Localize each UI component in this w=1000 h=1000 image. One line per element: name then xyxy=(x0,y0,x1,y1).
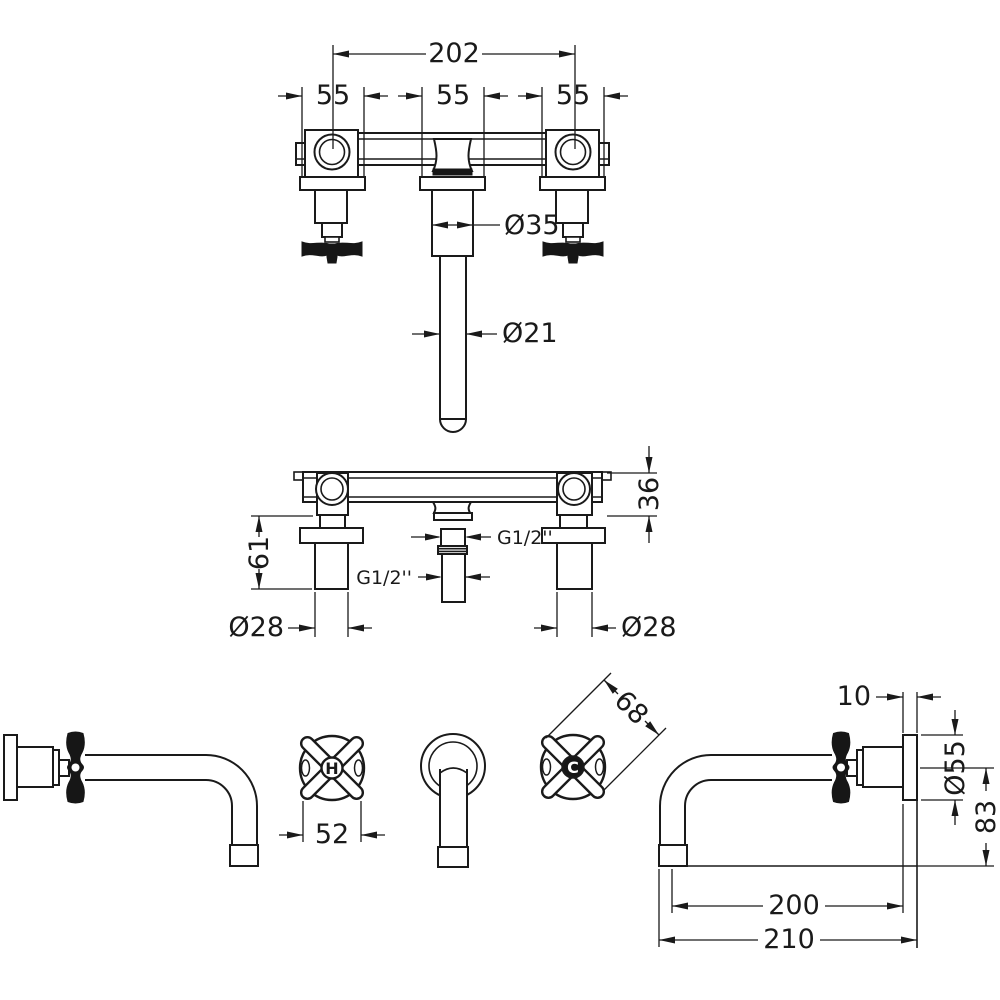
dim-200-label: 200 xyxy=(768,890,820,921)
spout-inlet-thread xyxy=(437,545,468,555)
dim-83-label: 83 xyxy=(971,800,1000,834)
dim-10-label: 10 xyxy=(837,681,871,712)
dim-52-label: 52 xyxy=(315,819,349,850)
spout-base-tube xyxy=(431,189,474,257)
spout-outer-left xyxy=(85,754,258,845)
spout-bell xyxy=(431,138,474,172)
dim-body-depth: 36 xyxy=(607,446,665,543)
dim-55-right-label: 55 xyxy=(556,80,590,111)
right-inlet-tail xyxy=(556,542,593,590)
left-inlet-tail xyxy=(314,542,349,590)
dim-right-tail-diameter: Ø28 xyxy=(534,592,677,643)
spout-tube xyxy=(439,255,467,420)
wall-plate-left xyxy=(3,734,18,801)
spout-inlet-lower xyxy=(441,553,466,603)
spout-tip-right xyxy=(658,844,688,867)
spout-front-view xyxy=(420,733,486,868)
right-flange xyxy=(539,176,606,191)
dim-lower-thread: G1/2'' xyxy=(356,567,490,589)
spout-inner-left xyxy=(85,779,233,845)
dim-left-tail-diameter: Ø28 xyxy=(228,592,372,643)
wall-plate-right xyxy=(902,734,918,801)
spout-connector-flange xyxy=(433,512,473,521)
side-view-left xyxy=(3,731,259,867)
spout-outer-right xyxy=(659,754,832,845)
dim-o28-right-label: Ø28 xyxy=(621,612,677,643)
dim-handle-width: 52 xyxy=(279,801,385,850)
rear-view: G1/2'' G1/2'' 36 61 xyxy=(228,446,677,643)
spout-tip-front xyxy=(437,846,469,868)
front-view: 202 55 55 55 xyxy=(278,38,628,433)
hot-indicator: H xyxy=(325,759,338,778)
dim-right-flange: 55 xyxy=(518,80,628,176)
cold-indicator: C xyxy=(567,758,579,777)
spout-inlet-upper xyxy=(440,528,466,547)
dim-spout-tube-diameter: Ø21 xyxy=(412,318,558,349)
dim-o28-left-label: Ø28 xyxy=(228,612,284,643)
dim-overall-projection: 210 xyxy=(658,869,917,955)
dim-centre-flange: 55 xyxy=(398,80,508,176)
dim-upper-thread: G1/2'' xyxy=(411,527,553,549)
dim-o21-label: Ø21 xyxy=(502,318,558,349)
thread-lower-label: G1/2'' xyxy=(356,567,412,589)
dim-61-label: 61 xyxy=(244,536,275,570)
dim-55-centre-label: 55 xyxy=(436,80,470,111)
spout-tip-left xyxy=(229,844,259,867)
spout-seal xyxy=(432,168,473,176)
dim-spout-base-diameter: Ø35 xyxy=(432,210,560,241)
side-view-right: 10 Ø55 83 2 xyxy=(658,681,1000,955)
dim-tail-length: 61 xyxy=(244,515,313,590)
dim-plate-thickness: 10 xyxy=(837,681,941,733)
thread-upper-label: G1/2'' xyxy=(497,527,553,549)
left-escutcheon xyxy=(299,527,364,544)
dim-210-label: 210 xyxy=(763,924,815,955)
hot-handle-view: H 52 xyxy=(279,733,385,850)
dim-left-flange: 55 xyxy=(278,80,388,176)
centre-flange xyxy=(419,176,486,191)
dim-o35-label: Ø35 xyxy=(504,210,560,241)
left-flange xyxy=(299,176,366,191)
dim-centres-spread: 202 xyxy=(332,38,576,149)
dim-36-label: 36 xyxy=(634,477,665,511)
dim-55-left-label: 55 xyxy=(316,80,350,111)
dim-spout-drop: 83 xyxy=(917,767,1000,867)
spout-inner-right xyxy=(684,779,832,845)
dim-spout-reach: 200 xyxy=(671,804,904,921)
dim-202-label: 202 xyxy=(428,38,480,69)
